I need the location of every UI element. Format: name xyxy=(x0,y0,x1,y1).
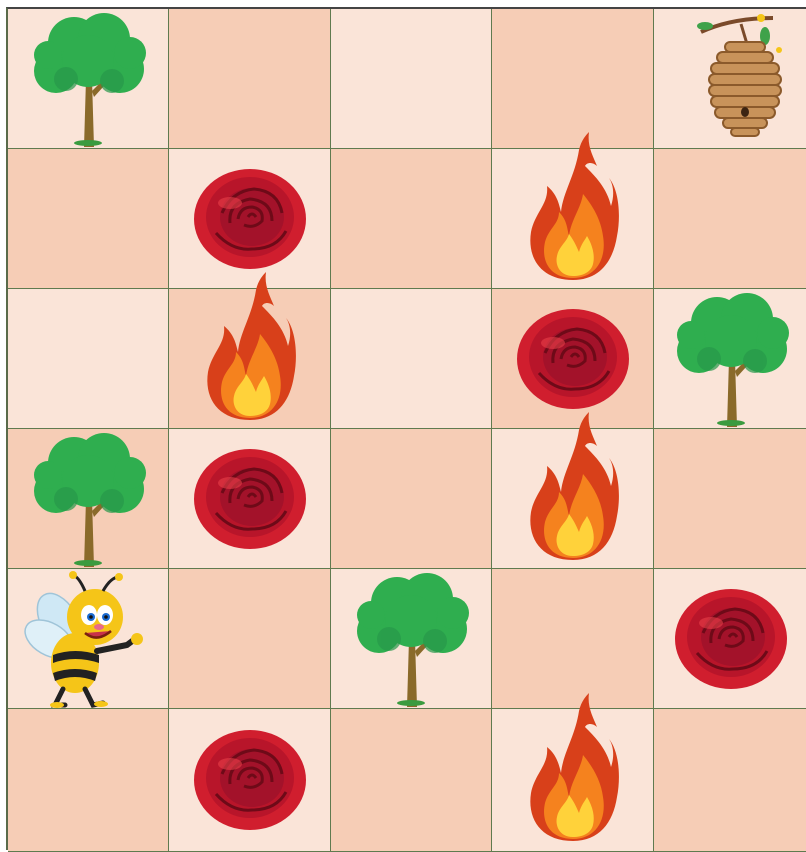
board-cell-r1-c1[interactable] xyxy=(8,9,169,149)
board-cell-r6-c2[interactable] xyxy=(169,709,331,852)
board-cell-r3-c4[interactable] xyxy=(492,289,654,429)
board-cell-r6-c3[interactable] xyxy=(331,709,492,852)
board-cell-r3-c1[interactable] xyxy=(8,289,169,429)
board-cell-r4-c1[interactable] xyxy=(8,429,169,569)
board-cell-r5-c3[interactable] xyxy=(331,569,492,709)
board-cell-r2-c2[interactable] xyxy=(169,149,331,289)
board-cell-r4-c3[interactable] xyxy=(331,429,492,569)
board-cell-r1-c5[interactable] xyxy=(654,9,806,149)
board-cell-r3-c5[interactable] xyxy=(654,289,806,429)
board-cell-r6-c1[interactable] xyxy=(8,709,169,852)
board-cell-r1-c3[interactable] xyxy=(331,9,492,149)
board-cell-r3-c3[interactable] xyxy=(331,289,492,429)
board-cell-r5-c5[interactable] xyxy=(654,569,806,709)
board-cell-r5-c2[interactable] xyxy=(169,569,331,709)
board-cell-r4-c2[interactable] xyxy=(169,429,331,569)
board-cell-r2-c5[interactable] xyxy=(654,149,806,289)
board-cell-r3-c2[interactable] xyxy=(169,289,331,429)
board-cell-r2-c3[interactable] xyxy=(331,149,492,289)
board-cell-r2-c4[interactable] xyxy=(492,149,654,289)
board-cell-r6-c4[interactable] xyxy=(492,709,654,852)
board-cell-r4-c5[interactable] xyxy=(654,429,806,569)
game-board xyxy=(6,7,806,850)
board-cell-r5-c1[interactable] xyxy=(8,569,169,709)
board-cell-r5-c4[interactable] xyxy=(492,569,654,709)
board-cell-r1-c4[interactable] xyxy=(492,9,654,149)
board-cell-r6-c5[interactable] xyxy=(654,709,806,852)
board-cell-r1-c2[interactable] xyxy=(169,9,331,149)
board-cell-r4-c4[interactable] xyxy=(492,429,654,569)
board-cell-r2-c1[interactable] xyxy=(8,149,169,289)
